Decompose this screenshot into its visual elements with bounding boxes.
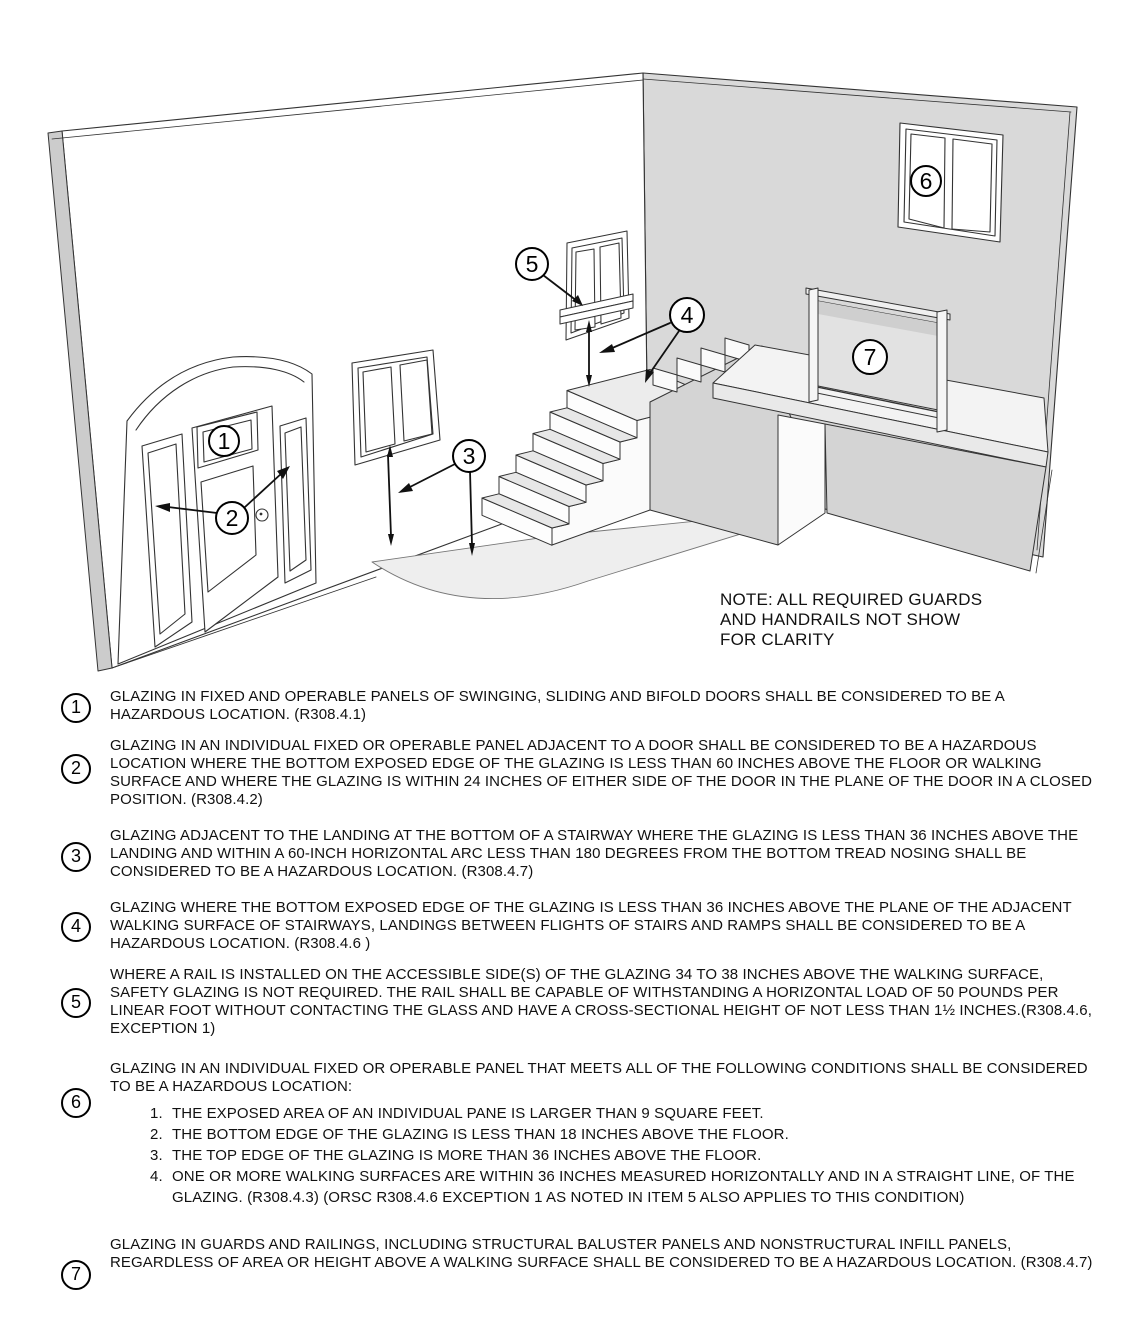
door-knob — [255, 508, 269, 522]
legend-item-7: GLAZING IN GUARDS AND RAILINGS, INCLUDIN… — [110, 1236, 1093, 1271]
svg-text:1: 1 — [218, 428, 231, 454]
callout-1: 1 — [208, 425, 240, 457]
door-sidelite-right — [284, 426, 307, 572]
stairway-upper-flight — [652, 337, 750, 393]
note-line: NOTE: ALL REQUIRED GUARDS — [720, 590, 983, 609]
callout-2: 2 — [215, 501, 249, 535]
condition-number: 1. — [150, 1105, 163, 1122]
legend-item-5: WHERE A RAIL IS INSTALLED ON THE ACCESSI… — [110, 966, 1092, 1037]
condition-row: 3. THE TOP EDGE OF THE GLAZING IS MORE T… — [150, 1145, 1095, 1166]
condition-text: THE EXPOSED AREA OF AN INDIVIDUAL PANE I… — [172, 1105, 764, 1122]
legend-number-3: 3 — [61, 842, 91, 872]
legend-item-6: GLAZING IN AN INDIVIDUAL FIXED OR OPERAB… — [110, 1060, 1095, 1208]
condition-row: 2. THE BOTTOM EDGE OF THE GLAZING IS LES… — [150, 1124, 1095, 1145]
callout-5: 5 — [515, 247, 549, 281]
legend-number-4: 4 — [61, 912, 91, 942]
legend-number-1: 1 — [61, 693, 91, 723]
callout-7: 7 — [852, 339, 888, 375]
dimension-arrows — [387, 320, 592, 546]
condition-text: ONE OR MORE WALKING SURFACES ARE WITHIN … — [172, 1168, 1075, 1206]
svg-text:3: 3 — [463, 443, 476, 469]
legend-number-7: 7 — [61, 1260, 91, 1290]
condition-row: 1. THE EXPOSED AREA OF AN INDIVIDUAL PAN… — [150, 1103, 1095, 1124]
condition-text: THE BOTTOM EDGE OF THE GLAZING IS LESS T… — [172, 1126, 789, 1143]
wall-under-balcony — [824, 423, 1053, 574]
legend-item-6-conditions: 1. THE EXPOSED AREA OF AN INDIVIDUAL PAN… — [110, 1103, 1095, 1208]
clarity-note: NOTE: ALL REQUIRED GUARDS AND HANDRAILS … — [720, 590, 982, 650]
callout-leaders — [155, 274, 680, 556]
legend-item-4: GLAZING WHERE THE BOTTOM EXPOSED EDGE OF… — [110, 899, 1072, 952]
legend-number-5: 5 — [61, 988, 91, 1018]
svg-text:2: 2 — [226, 505, 239, 531]
condition-number: 2. — [150, 1126, 163, 1143]
floor-arc-60in — [371, 507, 826, 599]
window-stair-rail — [559, 230, 634, 341]
svg-text:7: 7 — [864, 344, 877, 370]
callout-circles: 1 2 3 4 5 6 7 — [208, 165, 942, 535]
legend-item-6-intro: GLAZING IN AN INDIVIDUAL FIXED OR OPERAB… — [110, 1060, 1088, 1095]
column-under-balcony — [777, 414, 826, 546]
guard-post-left — [808, 287, 819, 403]
condition-row: 4. ONE OR MORE WALKING SURFACES ARE WITH… — [150, 1166, 1095, 1208]
callout-4: 4 — [669, 297, 705, 333]
legend-number-6: 6 — [61, 1088, 91, 1118]
svg-text:5: 5 — [526, 251, 539, 277]
window-near-stair-landing — [351, 349, 441, 466]
condition-number: 3. — [150, 1147, 163, 1164]
note-line: AND HANDRAILS NOT SHOW — [720, 610, 961, 629]
legend-number-2: 2 — [61, 754, 91, 784]
svg-text:6: 6 — [920, 168, 933, 194]
svg-text:4: 4 — [681, 302, 694, 328]
condition-text: THE TOP EDGE OF THE GLAZING IS MORE THAN… — [172, 1147, 762, 1164]
guard-top-rail — [805, 287, 951, 321]
legend-item-3: GLAZING ADJACENT TO THE LANDING AT THE B… — [110, 827, 1079, 880]
room-isometric-drawing: 1 2 3 4 5 6 7 — [47, 72, 1078, 672]
door-sidelite-left — [147, 443, 186, 635]
note-line: FOR CLARITY — [720, 630, 835, 649]
guard-post-right — [936, 309, 948, 433]
floor-line-left — [111, 576, 377, 669]
callout-6: 6 — [910, 165, 942, 197]
legend-item-1: GLAZING IN FIXED AND OPERABLE PANELS OF … — [110, 688, 1005, 723]
legend-item-2: GLAZING IN AN INDIVIDUAL FIXED OR OPERAB… — [110, 737, 1093, 808]
condition-number: 4. — [150, 1168, 163, 1185]
callout-3: 3 — [452, 439, 486, 473]
